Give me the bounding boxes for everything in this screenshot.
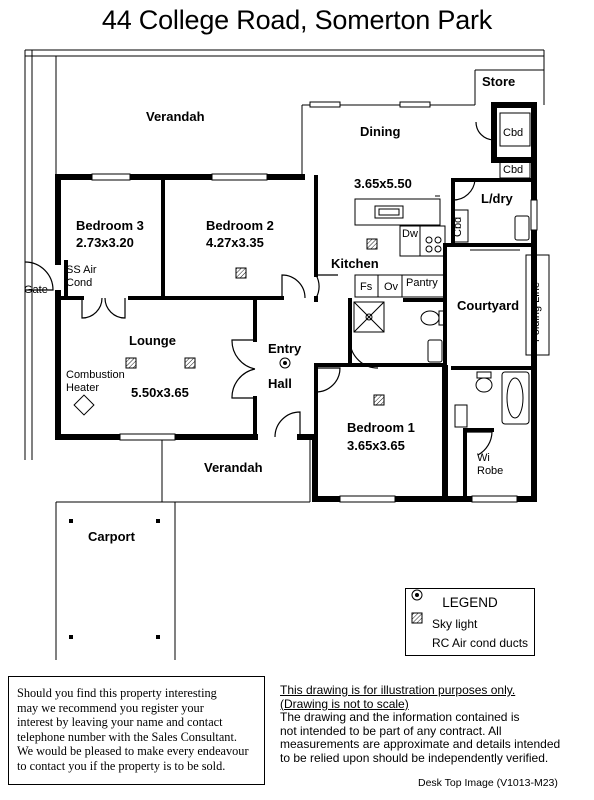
inquiry-line: interest by leaving your name and contac…	[17, 715, 223, 730]
inquiry-line: telephone number with the Sales Consulta…	[17, 729, 237, 744]
boundary-fence	[24, 49, 545, 460]
combustion-heater	[73, 394, 95, 416]
label-carport: Carport	[88, 529, 135, 544]
inquiry-line: We would be pleased to make every endeav…	[17, 744, 249, 759]
air-duct-marks	[125, 238, 423, 624]
label-hall: Hall	[268, 376, 292, 391]
label-lounge-size: 5.50x3.65	[131, 385, 189, 400]
label-bedroom2-size: 4.27x3.35	[206, 235, 264, 250]
legend: LEGEND Sky light RC Air cond ducts	[405, 588, 535, 656]
label-heater: Heater	[66, 382, 100, 394]
legend-title: LEGEND	[442, 595, 498, 610]
label-ldry: L/dry	[481, 191, 513, 206]
label-robe: Robe	[477, 465, 504, 477]
fixtures	[353, 112, 531, 428]
sky-light-marks	[279, 357, 423, 601]
carport-posts	[69, 519, 160, 639]
disclaimer-line: This drawing is for illustration purpose…	[280, 683, 516, 697]
label-dw: Dw	[402, 228, 418, 240]
windows	[91, 101, 538, 503]
label-dining-size: 3.65x5.50	[354, 176, 412, 191]
disclaimer-line: to be relied upon should be independentl…	[280, 750, 549, 765]
legend-sky-light: Sky light	[432, 617, 478, 631]
label-cbd-2: Cbd	[503, 164, 524, 176]
label-wi: Wi	[477, 452, 490, 464]
label-ss-air: SS Air	[66, 264, 97, 276]
label-fs: Fs	[360, 281, 373, 293]
label-verandah-bottom: Verandah	[204, 460, 263, 475]
page-title: 44 College Road, Somerton Park	[101, 5, 493, 35]
label-bedroom3-size: 2.73x3.20	[76, 235, 134, 250]
label-folding-line: Folding Line	[530, 282, 542, 342]
label-cbd-3: Cbd	[452, 216, 464, 237]
label-lounge: Lounge	[129, 333, 176, 348]
label-entry: Entry	[268, 341, 302, 356]
footer-credit: Desk Top Image (V1013-M23)	[418, 777, 558, 789]
inquiry-line: Should you find this property interestin…	[17, 686, 217, 700]
kitchen-benches	[354, 198, 446, 298]
label-ov: Ov	[384, 281, 399, 293]
label-cbd-1: Cbd	[503, 127, 524, 139]
label-bedroom3: Bedroom 3	[76, 218, 144, 233]
disclaimer-line: (Drawing is not to scale)	[280, 696, 409, 711]
label-bedroom1-size: 3.65x3.65	[347, 438, 405, 453]
label-gate: Gate	[24, 284, 48, 296]
label-verandah-top: Verandah	[146, 109, 205, 124]
disclaimer-line: not intended to be part of any contract.…	[280, 723, 502, 738]
disclaimer: This drawing is for illustration purpose…	[280, 683, 590, 765]
label-store: Store	[482, 74, 516, 89]
label-kitchen: Kitchen	[331, 256, 379, 271]
label-courtyard: Courtyard	[457, 298, 520, 313]
inquiry-box: Should you find this property interestin…	[8, 676, 265, 785]
inquiry-line: may we recommend you register your	[17, 700, 204, 715]
inquiry-line: to contact you if the property is to be …	[17, 758, 226, 773]
label-bedroom1: Bedroom 1	[347, 420, 415, 435]
courtyard-frame	[525, 254, 550, 356]
doors	[24, 121, 495, 456]
disclaimer-line: measurements are approximate and details…	[280, 737, 561, 751]
label-dining: Dining	[360, 124, 401, 139]
legend-rc-air: RC Air cond ducts	[432, 636, 529, 650]
label-combustion: Combustion	[66, 369, 125, 381]
label-pantry: Pantry	[406, 277, 438, 289]
label-cond: Cond	[66, 277, 93, 289]
disclaimer-line: The drawing and the information containe…	[280, 710, 520, 724]
label-bedroom2: Bedroom 2	[206, 218, 274, 233]
courtyard-glazing	[470, 244, 520, 251]
